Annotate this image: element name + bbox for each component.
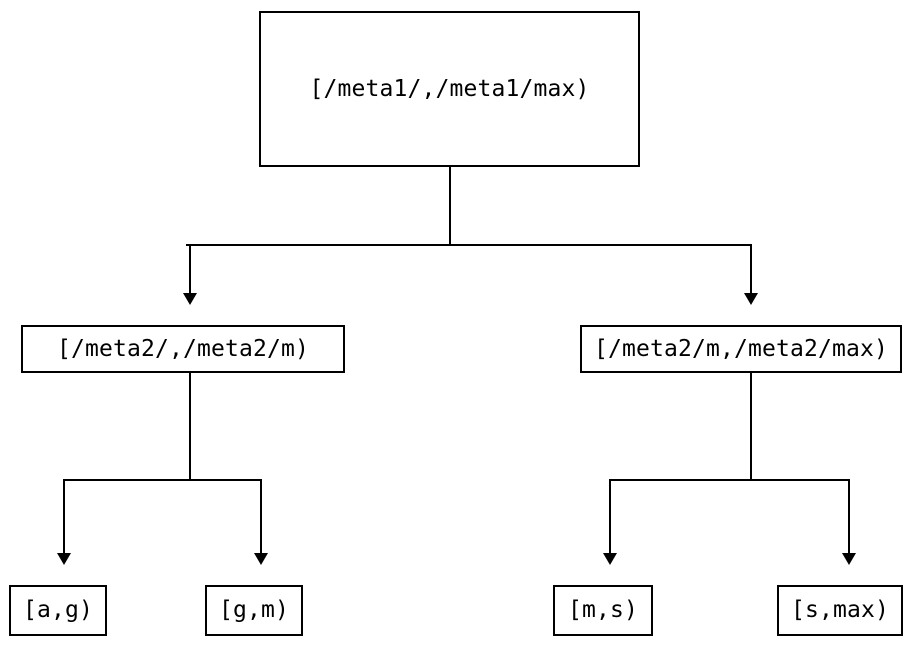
edge-meta2-low-stem	[189, 373, 191, 481]
node-leaf-ag-label: [a,g)	[23, 597, 93, 623]
edge-root-horizontal-bar	[186, 244, 752, 246]
edge-meta2-high-to-leaf-ms	[609, 479, 611, 553]
node-meta2-high[interactable]: [/meta2/m,/meta2/max)	[580, 325, 902, 373]
edge-root-stem	[449, 167, 451, 245]
edge-meta2-high-to-leaf-smax	[848, 479, 850, 553]
edge-meta2-low-to-leaf-gm	[260, 479, 262, 553]
edge-meta2-high-horizontal-bar	[609, 479, 850, 481]
arrowhead-down-icon-to-leaf-ag	[57, 553, 71, 565]
node-leaf-ag[interactable]: [a,g)	[9, 585, 107, 636]
edge-meta2-high-stem	[750, 373, 752, 481]
edge-root-to-meta2-high	[750, 244, 752, 293]
node-root-meta1[interactable]: [/meta1/,/meta1/max)	[259, 11, 640, 167]
node-leaf-ms[interactable]: [m,s)	[553, 585, 653, 636]
node-leaf-gm[interactable]: [g,m)	[205, 585, 303, 636]
arrowhead-down-icon-to-leaf-gm	[254, 553, 268, 565]
node-meta2-low[interactable]: [/meta2/,/meta2/m)	[21, 325, 345, 373]
arrowhead-down-icon-to-meta2-high	[744, 293, 758, 305]
arrowhead-down-icon-to-leaf-ms	[603, 553, 617, 565]
node-meta2-low-label: [/meta2/,/meta2/m)	[57, 335, 309, 362]
arrowhead-down-icon-to-leaf-smax	[842, 553, 856, 565]
edge-meta2-low-horizontal-bar	[63, 479, 262, 481]
node-meta2-high-label: [/meta2/m,/meta2/max)	[594, 335, 888, 362]
node-leaf-ms-label: [m,s)	[568, 597, 638, 623]
edge-meta2-low-to-leaf-ag	[63, 479, 65, 553]
node-root-label: [/meta1/,/meta1/max)	[309, 75, 590, 102]
node-leaf-gm-label: [g,m)	[219, 597, 289, 623]
edge-root-to-meta2-low	[189, 244, 191, 293]
node-leaf-smax[interactable]: [s,max)	[777, 585, 903, 636]
node-leaf-smax-label: [s,max)	[791, 597, 889, 623]
arrowhead-down-icon-to-meta2-low	[183, 293, 197, 305]
